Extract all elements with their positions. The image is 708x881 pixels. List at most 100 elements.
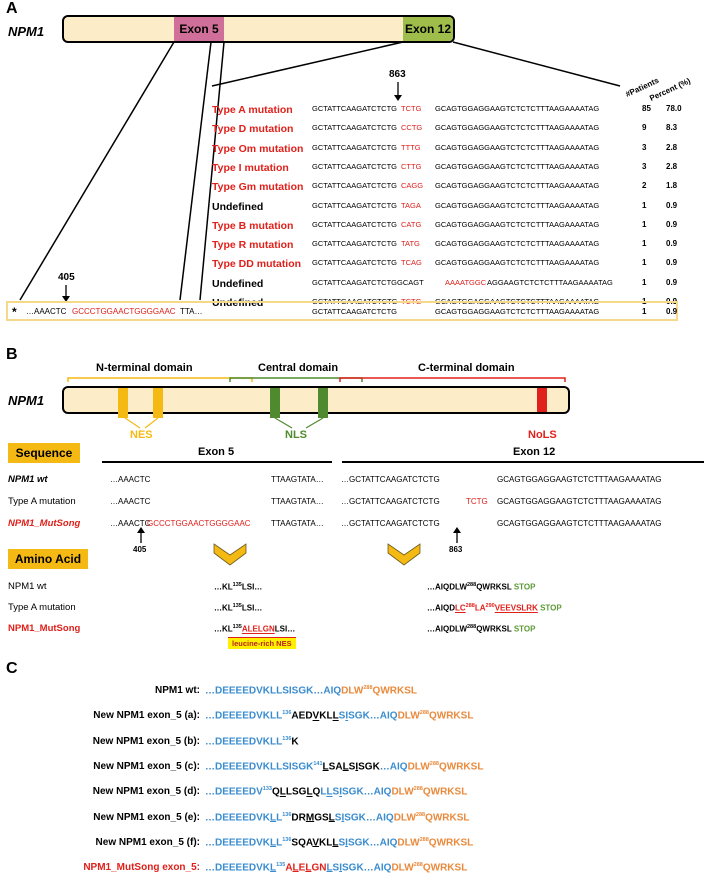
patient-count: 1 [642, 258, 647, 268]
panel-c-row: New NPM1 exon_5 (e):…DEEEEDVKLL136DRMGSL… [0, 812, 708, 828]
central-domain-label: Central domain [258, 362, 339, 374]
seq-left: GCTATTCAAGATCTCTG [312, 142, 397, 152]
sequence-segment: E [298, 862, 306, 874]
sequence-segment: 288 [419, 836, 429, 843]
patient-count: 2 [642, 181, 647, 191]
seq-right: GCAGTGGAGGAAGTCTCTCTTTAAGAAAATAG [435, 219, 600, 229]
sequence-segment: DLW [407, 761, 430, 773]
seq-wt-e5-right: TTAAGTATA… [271, 475, 324, 484]
mutation-name: Type Om mutation [212, 142, 304, 155]
panel-c-row: New NPM1 exon_5 (b):…DEEEEDVKLL136K [0, 736, 708, 752]
sequence-segment: SQA [291, 837, 313, 849]
seq-ta-e5-right: TTAAGTATA… [271, 497, 324, 506]
pos-405-label: 405 [58, 272, 75, 283]
variant-name: NPM1_MutSong exon_5: [83, 862, 200, 874]
sequence-segment: QWRKSL [425, 811, 470, 823]
exon12-underline [342, 461, 704, 463]
seq-wt-e5-left: …AAACTC [110, 475, 151, 484]
sequence-segment: Q [271, 786, 280, 798]
mutsong-highlight-box [6, 301, 678, 321]
percent-value: 78.0 [666, 104, 682, 113]
seq-right: GCAGTGGAGGAAGTCTCTCTTTAAGAAAATAG [435, 200, 600, 210]
sequence-segment: V [312, 710, 320, 722]
sequence-segment: K [291, 735, 299, 747]
sequence-segment: 133 [262, 786, 272, 793]
panel-c-row: NPM1 wt: …DEEEEDVKLLSISGK…AIQDLW288QWRKSL [0, 685, 708, 701]
sequence-segment: SGK…AIQ [342, 786, 392, 798]
seq-left: GCTATTCAAGATCTCTG [312, 239, 397, 249]
seq-right: GCAGTGGAGGAAGTCTCTCTTTAAGAAAATAG [435, 258, 600, 268]
sequence-segment: L [342, 761, 349, 773]
sequence-segment: 136 [282, 836, 292, 843]
variant-sequence: …DEEEEDVKLLSISGK141LSALSISGK…AIQDLW288QW… [205, 761, 483, 772]
panel-a-connector-lines [19, 41, 621, 302]
seq-row-label-wt: NPM1 wt [8, 474, 48, 485]
sequence-segment: A [285, 862, 293, 874]
mutation-name: Type R mutation [212, 239, 294, 252]
sequence-segment: …DEEEEDVK [205, 837, 271, 849]
seq-left: GCTATTCAAGATCTCTG [312, 181, 397, 191]
sequence-segment: 288 [413, 862, 423, 869]
sequence-segment: …DEEEEDVKLLSISGK…AIQ [205, 685, 342, 697]
sequence-segment: …AIQ [379, 761, 408, 773]
sequence-segment: 288 [419, 710, 429, 717]
nls-label: NLS [285, 429, 307, 441]
amino-acid-tag: Amino Acid [8, 549, 88, 569]
sequence-segment: I [339, 862, 342, 874]
sequence-segment: L [279, 786, 286, 798]
seq-ta-insert: TCTG [466, 497, 488, 506]
seq-ms-e5-right: TTAAGTATA… [271, 519, 324, 528]
sequence-segment: V [312, 837, 320, 849]
seq-insert: TCAG [401, 258, 422, 268]
mutation-name: Type I mutation [212, 161, 289, 174]
nls-motif-1 [270, 388, 280, 418]
sequence-segment: I [339, 786, 342, 798]
sequence-segment: S [334, 811, 342, 823]
nes-motif-2 [153, 388, 163, 418]
seq-ta-e12-left: …GCTATTCAAGATCTCTG [341, 497, 440, 506]
box-star: * [12, 305, 17, 319]
sequence-segment: GN [311, 862, 327, 874]
variant-name: New NPM1 exon_5 (d): [92, 786, 200, 798]
aa-row-label-mutsong: NPM1_MutSong [8, 623, 81, 634]
sequence-segment: QWRKSL [372, 685, 417, 697]
percent-value: 8.3 [666, 123, 678, 133]
sequence-segment: 135 [276, 862, 286, 869]
exon5-block: Exon 5 [174, 17, 224, 41]
seq-insert: CCTG [401, 123, 423, 133]
patient-count: 1 [642, 200, 647, 210]
aa-ta-e5: …KL135LSI… [214, 603, 263, 613]
sequence-segment: DLW [391, 862, 414, 874]
percent-value: 2.8 [666, 161, 678, 171]
sequence-segment: QWRKSL [422, 786, 468, 798]
pos-863-label: 863 [389, 69, 406, 80]
sequence-segment: L [320, 786, 327, 798]
leucine-rich-nes-badge: leucine-rich NES [228, 637, 296, 649]
sequence-segment: L [322, 761, 329, 773]
sequence-segment: 136 [282, 735, 292, 742]
sequence-segment: KL [319, 837, 333, 849]
sequence-segment: L [326, 862, 333, 874]
sequence-segment: L [270, 837, 277, 849]
sequence-segment: SGK [358, 761, 380, 773]
panel-c-row: New NPM1 exon_5 (a):…DEEEEDVKLL136AEDVKL… [0, 710, 708, 726]
patient-count: 85 [642, 104, 651, 113]
mutation-name: Type DD mutation [212, 258, 302, 271]
seq-row-label-mutsong: NPM1_MutSong [8, 518, 81, 529]
sequence-segment: 136 [282, 811, 292, 818]
seq-insert: CAGG [401, 181, 424, 191]
exon12-block: Exon 12 [403, 17, 453, 41]
percent-value: 2.8 [666, 142, 678, 152]
variant-name: NPM1 wt: [155, 685, 200, 696]
panel-b-letter: B [6, 346, 18, 363]
variant-sequence: …DEEEEDV133QLLSGLQLLSISGK…AIQDLW288QWRKS… [205, 786, 467, 797]
nes-motif-1 [118, 388, 128, 418]
variant-sequence: …DEEEEDVKLLSISGK…AIQDLW288QWRKSL [205, 685, 417, 696]
sequence-segment: L [276, 837, 283, 849]
patient-count: 1 [642, 239, 647, 249]
seq-right: GCAGTGGAGGAAGTCTCTCTTTAAGAAAATAG [435, 104, 600, 113]
exon12-header: Exon 12 [513, 446, 556, 458]
sequence-segment: SGK…AIQ [344, 811, 394, 823]
nols-motif [537, 388, 547, 412]
sequence-segment: KL [319, 710, 333, 722]
